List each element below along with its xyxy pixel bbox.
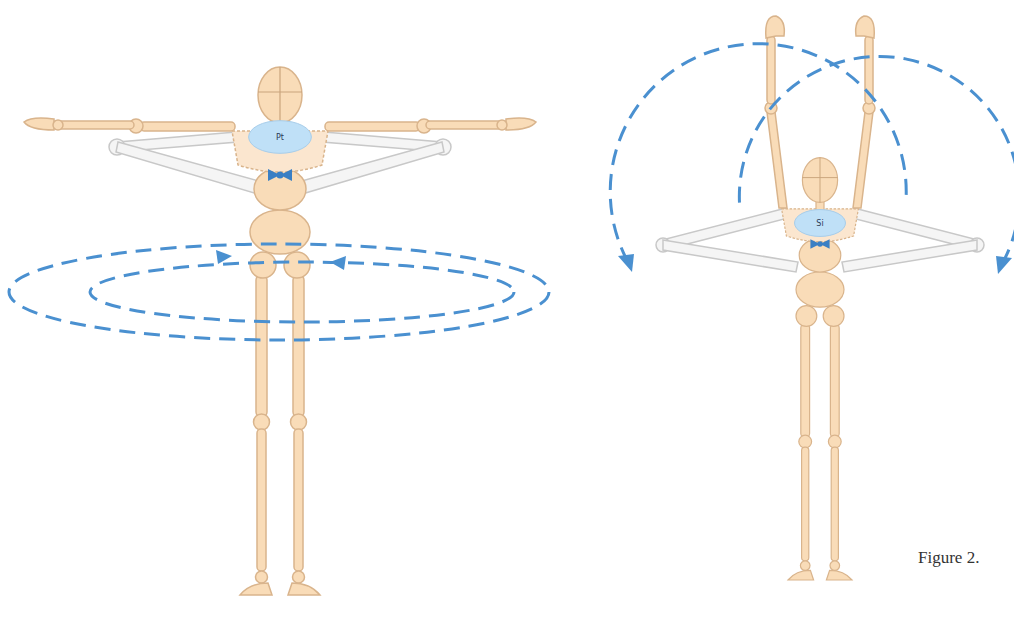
figure-caption: Figure 2.	[918, 548, 979, 568]
mannequin-body	[232, 67, 328, 595]
chest-label: Pt	[276, 133, 284, 142]
chest-oval: Pt	[248, 120, 312, 154]
chest-label: Si	[816, 219, 823, 228]
right-mannequin	[610, 16, 1014, 580]
arrow-head	[618, 254, 1012, 274]
rotation-path	[9, 244, 549, 340]
rotation-path	[610, 44, 1014, 264]
left-mannequin	[9, 67, 549, 595]
arrow-head	[216, 250, 346, 270]
mannequin-body	[782, 158, 859, 580]
chest-oval: Si	[794, 209, 846, 237]
